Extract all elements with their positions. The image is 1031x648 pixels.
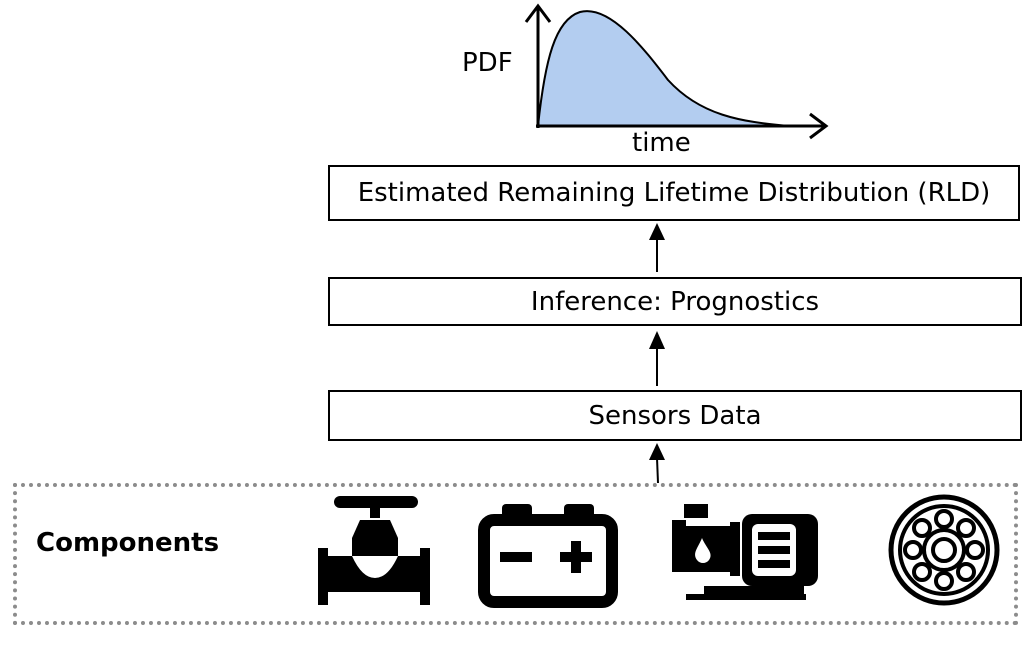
arrow-components-to-sensors xyxy=(649,443,665,484)
pump-motor-icon xyxy=(672,504,818,600)
arrow-sensors-to-inference xyxy=(649,331,665,386)
inference-box: Inference: Prognostics xyxy=(328,277,1022,326)
sensors-data-box: Sensors Data xyxy=(328,390,1022,441)
pdf-curve xyxy=(536,10,791,127)
rld-box: Estimated Remaining Lifetime Distributio… xyxy=(328,165,1020,221)
chart-xlabel: time xyxy=(632,128,691,158)
chart-ylabel: PDF xyxy=(462,48,513,78)
components-frame xyxy=(13,483,1018,625)
valve-icon xyxy=(318,496,430,605)
bearing-icon xyxy=(888,494,1000,606)
arrow-inference-to-rld xyxy=(649,223,665,272)
x-axis-arrowhead xyxy=(809,112,829,140)
y-axis-arrowhead xyxy=(524,3,552,23)
components-label: Components xyxy=(36,528,220,558)
battery-icon xyxy=(478,504,618,608)
